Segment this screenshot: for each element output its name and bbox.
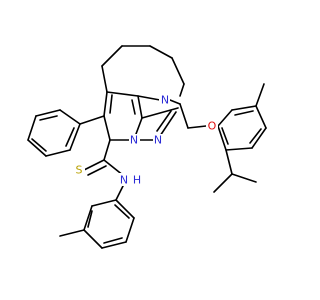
structure-canvas: N N N N H O S bbox=[27, 45, 267, 249]
ether-linker bbox=[179, 103, 207, 129]
atom-o-ether: O bbox=[208, 120, 217, 133]
atom-h-amide: H bbox=[133, 174, 141, 187]
atom-n-amide: N bbox=[120, 174, 128, 187]
atom-n-ring-right: N bbox=[154, 134, 162, 147]
atom-n-ring-left: N bbox=[130, 134, 138, 147]
azepane-ring bbox=[101, 45, 185, 97]
atom-n-ring-top: N bbox=[161, 94, 169, 107]
atom-s-thio: S bbox=[76, 164, 83, 177]
phenyl-ring bbox=[27, 109, 105, 157]
fused-core-bonds bbox=[103, 91, 181, 141]
molecule-diagram: N N N N H O S bbox=[27, 45, 267, 249]
thioamide-group bbox=[83, 139, 125, 201]
tolyl-ring bbox=[59, 199, 135, 249]
atom-labels: N N N N H O S bbox=[73, 93, 218, 187]
aryl-ring-right bbox=[213, 83, 267, 193]
